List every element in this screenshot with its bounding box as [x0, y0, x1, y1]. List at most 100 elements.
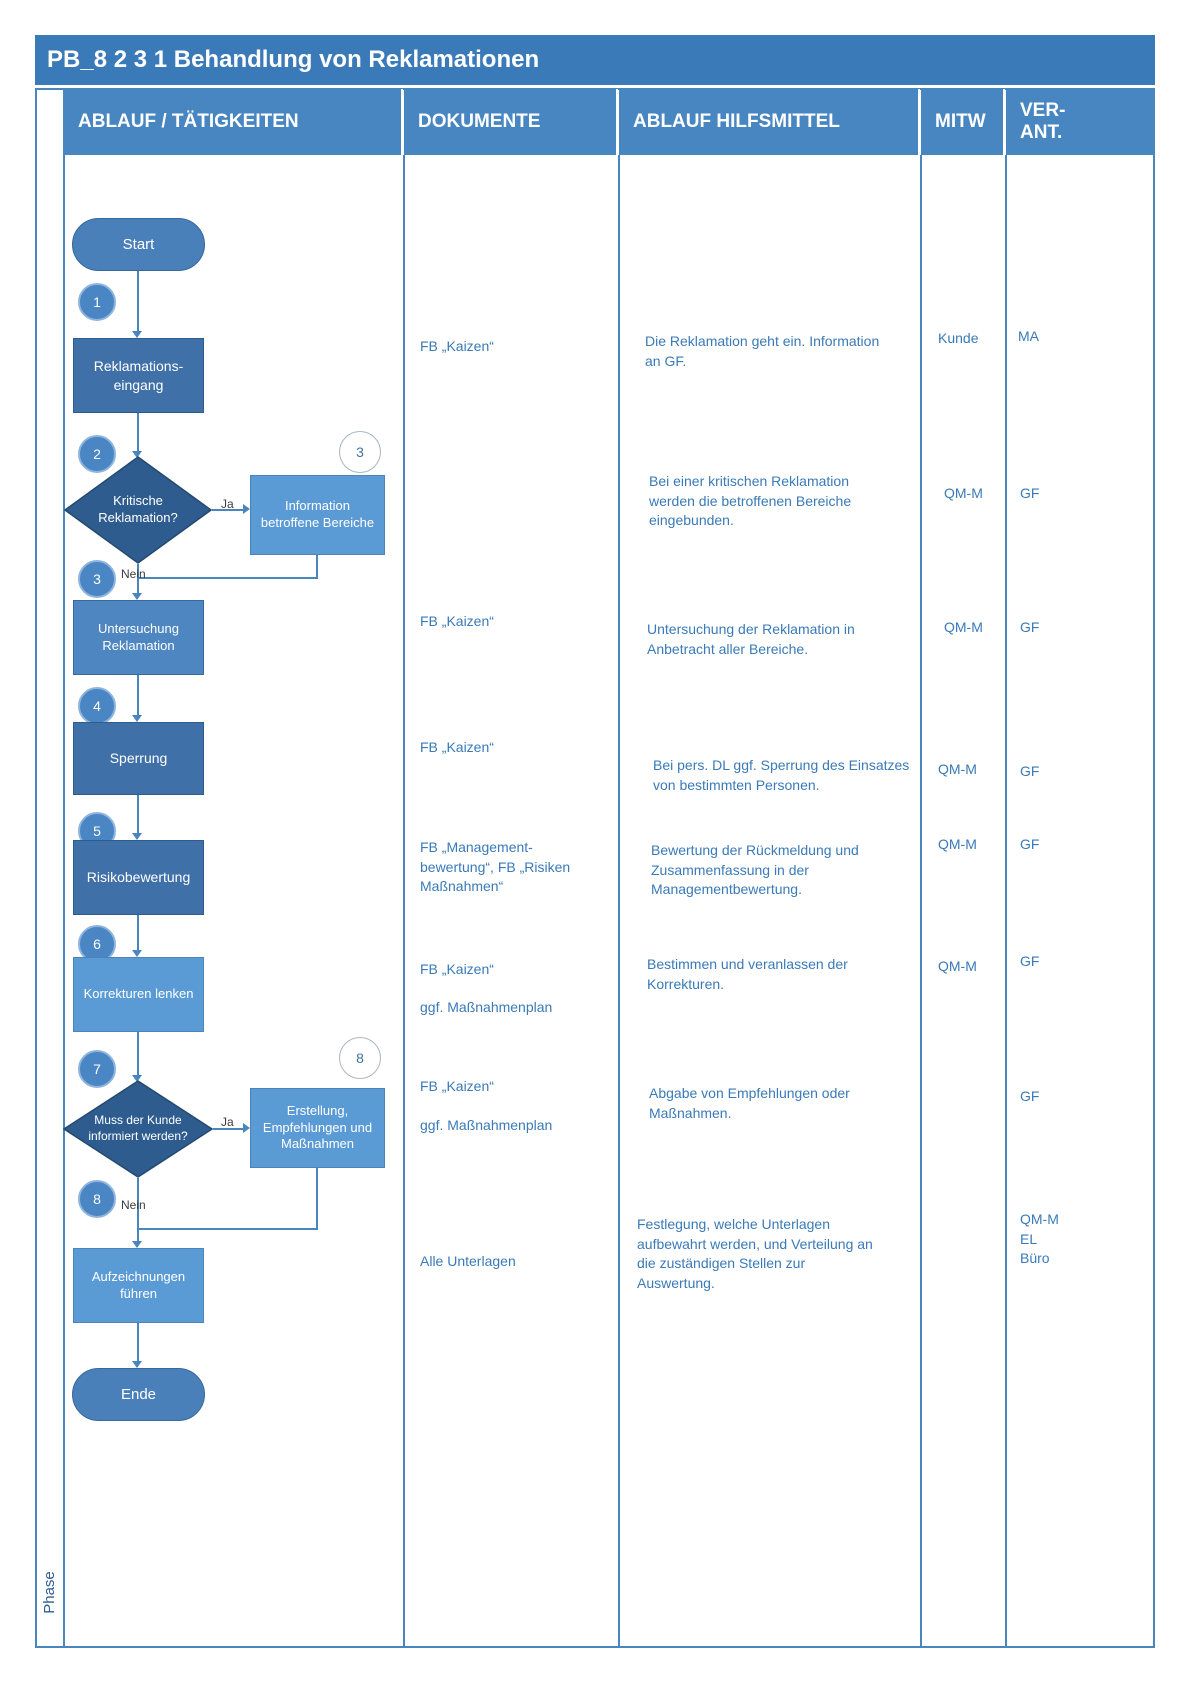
label-nein-1: Nein: [121, 567, 146, 581]
column-divider-1: [403, 155, 405, 1646]
hilfsmittel-reklamationseingang: Die Reklamation geht ein. Information an…: [645, 333, 880, 369]
decision-kritische-label: Kritische Reklamation?: [98, 493, 178, 525]
column-divider-3: [920, 155, 922, 1646]
connector-start-to-eingang: [137, 271, 139, 331]
column-header-ablauf: ABLAUF / TÄTIGKEITEN: [64, 89, 403, 155]
mitw-korrekturen: QM-M: [938, 958, 977, 974]
arrowhead-eingang: [132, 331, 142, 338]
column-header-mitw: MITW: [921, 89, 1005, 155]
verant-reklamationseingang: MA: [1018, 328, 1039, 344]
arrowhead-aufzeichnungen: [132, 1241, 142, 1248]
arrowhead-kunde: [132, 1075, 142, 1082]
connector-eingang-to-kritische: [137, 413, 139, 451]
verant-sperrung: GF: [1020, 763, 1040, 779]
column-header-verant: VER- ANT.: [1006, 89, 1153, 155]
decision-kunde-label: Muss der Kunde informiert werden?: [88, 1113, 188, 1143]
hilfsmittel-risikobewertung: Bewertung der Rückmeldung und Zusammenfa…: [651, 842, 859, 898]
column-header-ablauf-label: ABLAUF / TÄTIGKEITEN: [78, 111, 299, 133]
step-circle-7: 7: [78, 1050, 116, 1088]
connector-korrekturen-to-kunde: [137, 1032, 139, 1075]
decision-kritische-reklamation: Kritische Reklamation?: [64, 456, 212, 564]
step-erstellung-empfehlungen: Erstellung, Empfehlungen und Maßnahmen: [250, 1088, 385, 1168]
connector-risiko-to-korrekturen: [137, 915, 139, 950]
connector-information-return: [138, 577, 318, 579]
arrowhead-korrekturen: [132, 950, 142, 957]
hilfsmittel-aufzeichnungen: Festlegung, welche Unterlagen aufbewahrt…: [637, 1216, 873, 1291]
verant-kunde-informiert: GF: [1020, 1088, 1040, 1104]
label-ja-1: Ja: [221, 497, 234, 511]
connector-nein-to-aufzeichnungen: [137, 1178, 139, 1241]
column-header-mitw-label: MITW: [935, 111, 986, 133]
phase-column-divider: [63, 88, 65, 1648]
step-reklamationseingang: Reklamations- eingang: [73, 338, 204, 413]
hilfsmittel-kunde-informiert: Abgabe von Empfehlungen oder Maßnahmen.: [649, 1085, 850, 1121]
dokument-kunde-informiert-2: ggf. Maßnahmenplan: [420, 1117, 553, 1133]
dokument-aufzeichnungen: Alle Unterlagen: [420, 1253, 516, 1269]
mitw-sperrung: QM-M: [938, 761, 977, 777]
mitw-risikobewertung: QM-M: [938, 836, 977, 852]
hilfsmittel-untersuchung: Untersuchung der Reklamation in Anbetrac…: [647, 621, 855, 657]
dokument-korrekturen-2: ggf. Maßnahmenplan: [420, 999, 553, 1015]
verant-untersuchung: GF: [1020, 619, 1040, 635]
arrowhead-information: [243, 504, 250, 514]
hilfsmittel-sperrung: Bei pers. DL ggf. Sperrung des Einsatzes…: [653, 757, 910, 793]
column-header-hilfsmittel: ABLAUF HILFSMITTEL: [619, 89, 920, 155]
step-information-betroffene-bereiche: Information betroffene Bereiche: [250, 475, 385, 555]
arrowhead-untersuchung: [132, 593, 142, 600]
arrowhead-sperrung: [132, 715, 142, 722]
hilfsmittel-korrekturen: Bestimmen und veranlassen der Korrekture…: [647, 956, 848, 992]
step-aufzeichnungen-fuehren: Aufzeichnungen führen: [73, 1248, 204, 1323]
phase-lane: Phase: [35, 1545, 63, 1640]
connector-ja-to-information: [212, 509, 243, 511]
hilfsmittel-kritische: Bei einer kritischen Reklamation werden …: [649, 473, 852, 529]
column-divider-4: [1005, 155, 1007, 1646]
step-circle-4: 4: [78, 687, 116, 725]
verant-aufzeichnungen: QM-M EL Büro: [1020, 1211, 1059, 1267]
arrowhead-erstellung: [243, 1123, 250, 1133]
connector-erstellung-return: [138, 1228, 318, 1230]
mitw-untersuchung: QM-M: [944, 619, 983, 635]
side-circle-8: 8: [339, 1037, 381, 1079]
step-circle-6: 6: [78, 925, 116, 963]
step-untersuchung-reklamation: Untersuchung Reklamation: [73, 600, 204, 675]
column-header-verant-label: VER- ANT.: [1020, 100, 1066, 143]
arrowhead-risiko: [132, 833, 142, 840]
dokument-korrekturen-1: FB „Kaizen“: [420, 961, 494, 977]
arrowhead-kritische: [132, 451, 142, 458]
start-node: Start: [72, 218, 205, 271]
step-risikobewertung: Risikobewertung: [73, 840, 204, 915]
column-header-dokumente: DOKUMENTE: [404, 89, 618, 155]
verant-korrekturen: GF: [1020, 953, 1040, 969]
dokument-untersuchung: FB „Kaizen“: [420, 613, 494, 629]
end-node: Ende: [72, 1368, 205, 1421]
verant-kritische: GF: [1020, 485, 1040, 501]
label-ja-2: Ja: [221, 1115, 234, 1129]
step-circle-3: 3: [78, 560, 116, 598]
title-bar: PB_8 2 3 1 Behandlung von Reklamationen: [35, 35, 1155, 85]
dokument-reklamationseingang: FB „Kaizen“: [420, 338, 494, 354]
verant-risikobewertung: GF: [1020, 836, 1040, 852]
connector-sperrung-to-risiko: [137, 795, 139, 833]
step-sperrung: Sperrung: [73, 722, 204, 795]
column-divider-2: [618, 155, 620, 1646]
mitw-reklamationseingang: Kunde: [938, 330, 979, 346]
page-title: PB_8 2 3 1 Behandlung von Reklamationen: [47, 46, 540, 73]
connector-aufzeichnungen-to-ende: [137, 1323, 139, 1361]
label-nein-2: Nein: [121, 1198, 146, 1212]
mitw-kritische: QM-M: [944, 485, 983, 501]
step-korrekturen-lenken: Korrekturen lenken: [73, 957, 204, 1032]
arrowhead-ende: [132, 1361, 142, 1368]
step-circle-2: 2: [78, 435, 116, 473]
connector-information-down: [316, 555, 318, 579]
connector-ja-to-erstellung: [213, 1128, 243, 1130]
dokument-kunde-informiert-1: FB „Kaizen“: [420, 1078, 494, 1094]
decision-kunde-informiert: Muss der Kunde informiert werden?: [63, 1080, 213, 1178]
column-header-hilfsmittel-label: ABLAUF HILFSMITTEL: [633, 111, 840, 133]
dokument-sperrung: FB „Kaizen“: [420, 739, 494, 755]
connector-erstellung-down: [316, 1168, 318, 1230]
step-circle-8: 8: [78, 1180, 116, 1218]
dokument-risikobewertung: FB „Management- bewertung“, FB „Risiken …: [420, 839, 571, 895]
connector-untersuchung-to-sperrung: [137, 675, 139, 715]
step-circle-1: 1: [78, 283, 116, 321]
